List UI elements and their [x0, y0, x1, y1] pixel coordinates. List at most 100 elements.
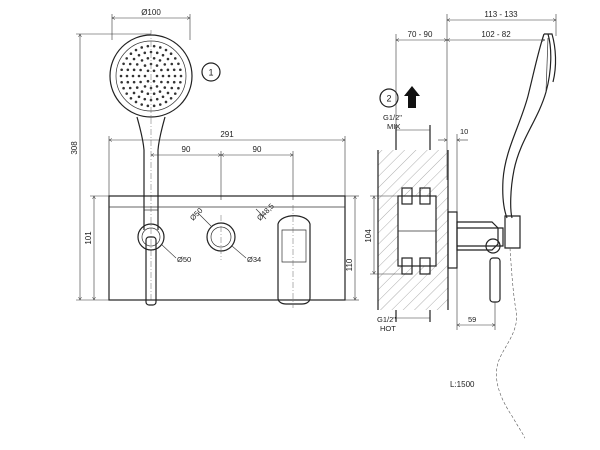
nozzle-dot: [161, 95, 165, 99]
nozzle-dot: [152, 44, 156, 48]
inlet-mix-sub: MIX: [387, 122, 400, 131]
nozzle-dot: [120, 80, 123, 84]
spacing-right-label: 90: [253, 145, 262, 154]
nozzle-dot: [155, 51, 159, 55]
head-diameter-dimension: Ø100: [112, 8, 190, 40]
nozzle-dot: [146, 92, 150, 96]
nozzle-dot: [126, 80, 130, 84]
total-depth-label: 113 - 133: [484, 10, 518, 19]
front-plate-side: [447, 211, 521, 303]
nozzle-dot: [134, 48, 138, 52]
nozzle-dot: [177, 62, 180, 66]
hose-length-label: L:1500: [450, 380, 475, 389]
hand-shower-side: [502, 33, 557, 219]
nozzle-dot: [166, 68, 170, 72]
depth-wall-label: 70 - 90: [408, 30, 433, 39]
nozzle-dot: [155, 97, 159, 101]
nozzle-dot: [139, 68, 142, 72]
nozzle-dot: [179, 74, 183, 78]
head-diameter-label: Ø100: [141, 8, 161, 17]
nozzle-dot: [140, 46, 144, 49]
inlet-mix-label: G1/2": [383, 113, 402, 122]
inlet-hot-label: G1/2": [377, 315, 396, 324]
nozzle-dot: [179, 68, 182, 72]
nozzle-dot: [132, 80, 136, 84]
nozzle-dot: [146, 44, 150, 48]
nozzle-dot: [173, 74, 177, 78]
nozzle-dot: [126, 68, 130, 72]
nozzle-dot: [163, 63, 167, 66]
side-body-height-label: 104: [364, 229, 373, 243]
handle-offset-dimension: 59: [457, 268, 495, 330]
nozzle-dot: [122, 62, 125, 66]
nozzle-dot: [158, 59, 162, 62]
nozzle-dot: [167, 74, 171, 78]
plate-height-label: 101: [84, 231, 93, 245]
nozzle-dot: [155, 74, 159, 78]
nozzle-dot: [134, 100, 138, 104]
depth-projection-label: 102 - 82: [481, 30, 511, 39]
nozzle-dot: [135, 63, 139, 66]
nozzle-dot: [137, 53, 141, 57]
nozzle-dot: [164, 48, 168, 52]
up-arrow-icon: [404, 86, 420, 108]
nozzle-dot: [143, 85, 147, 88]
nozzle-dot: [143, 74, 147, 78]
shower-head: [109, 30, 193, 300]
nozzle-dot: [146, 69, 150, 73]
body-height-dimension: 110: [345, 196, 359, 300]
callout-1-number: 1: [208, 68, 213, 78]
mixer-handle: [277, 205, 311, 308]
spacing-dimension: 90 90: [151, 145, 293, 200]
nozzle-dot: [173, 57, 177, 60]
nozzle-dot: [152, 104, 156, 108]
nozzle-dot: [164, 100, 168, 104]
nozzle-dot: [146, 56, 150, 60]
nozzle-dot: [128, 62, 132, 66]
nozzle-dot: [179, 80, 182, 84]
inlet-mix: G1/2" MIX: [383, 113, 431, 150]
nozzle-dot: [132, 57, 136, 61]
shower-nozzles: [119, 44, 183, 108]
nozzle-dot: [158, 103, 162, 106]
body-height-label: 110: [345, 258, 354, 271]
callout-1: 1: [201, 62, 221, 82]
nozzle-dot: [119, 74, 123, 78]
nozzle-dot: [143, 64, 147, 67]
nozzle-dot: [170, 86, 174, 90]
nozzle-dot: [158, 90, 162, 93]
total-height-label: 308: [70, 141, 79, 155]
handle-offset-label: 59: [468, 315, 476, 324]
nozzle-dot: [177, 86, 180, 90]
nozzle-dot: [143, 51, 147, 55]
nozzle-dot: [132, 91, 136, 95]
nozzle-dot: [140, 103, 144, 106]
nozzle-dot: [139, 80, 142, 84]
nozzle-dot: [166, 91, 170, 95]
nozzle-dot: [163, 86, 167, 89]
nozzle-dot: [155, 85, 159, 88]
shower-hose: L:1500: [450, 247, 525, 439]
nozzle-dot: [137, 95, 141, 99]
spacing-left-label: 90: [182, 145, 191, 154]
depth-split-dimension: 70 - 90 102 - 82: [396, 30, 545, 150]
nozzle-dot: [160, 68, 163, 72]
nozzle-dot: [140, 90, 144, 93]
inlet-hot: G1/2" HOT: [377, 310, 431, 333]
total-height-dimension: 308: [70, 34, 151, 300]
nozzle-dot: [125, 74, 129, 78]
nozzle-dot: [132, 68, 136, 72]
nozzle-dot: [158, 46, 162, 49]
wall-section: [377, 150, 449, 310]
nozzle-dot: [169, 52, 173, 56]
nozzle-dot: [152, 79, 156, 83]
nozzle-dot: [131, 74, 135, 78]
nozzle-dot: [140, 59, 144, 62]
nozzle-dot: [125, 57, 129, 60]
nozzle-dot: [143, 97, 147, 101]
nozzle-dot: [125, 92, 129, 95]
hand-shower-outlet: [137, 210, 165, 306]
nozzle-dot: [170, 62, 174, 66]
nozzle-dot: [120, 68, 123, 72]
nozzle-dot: [161, 53, 165, 57]
